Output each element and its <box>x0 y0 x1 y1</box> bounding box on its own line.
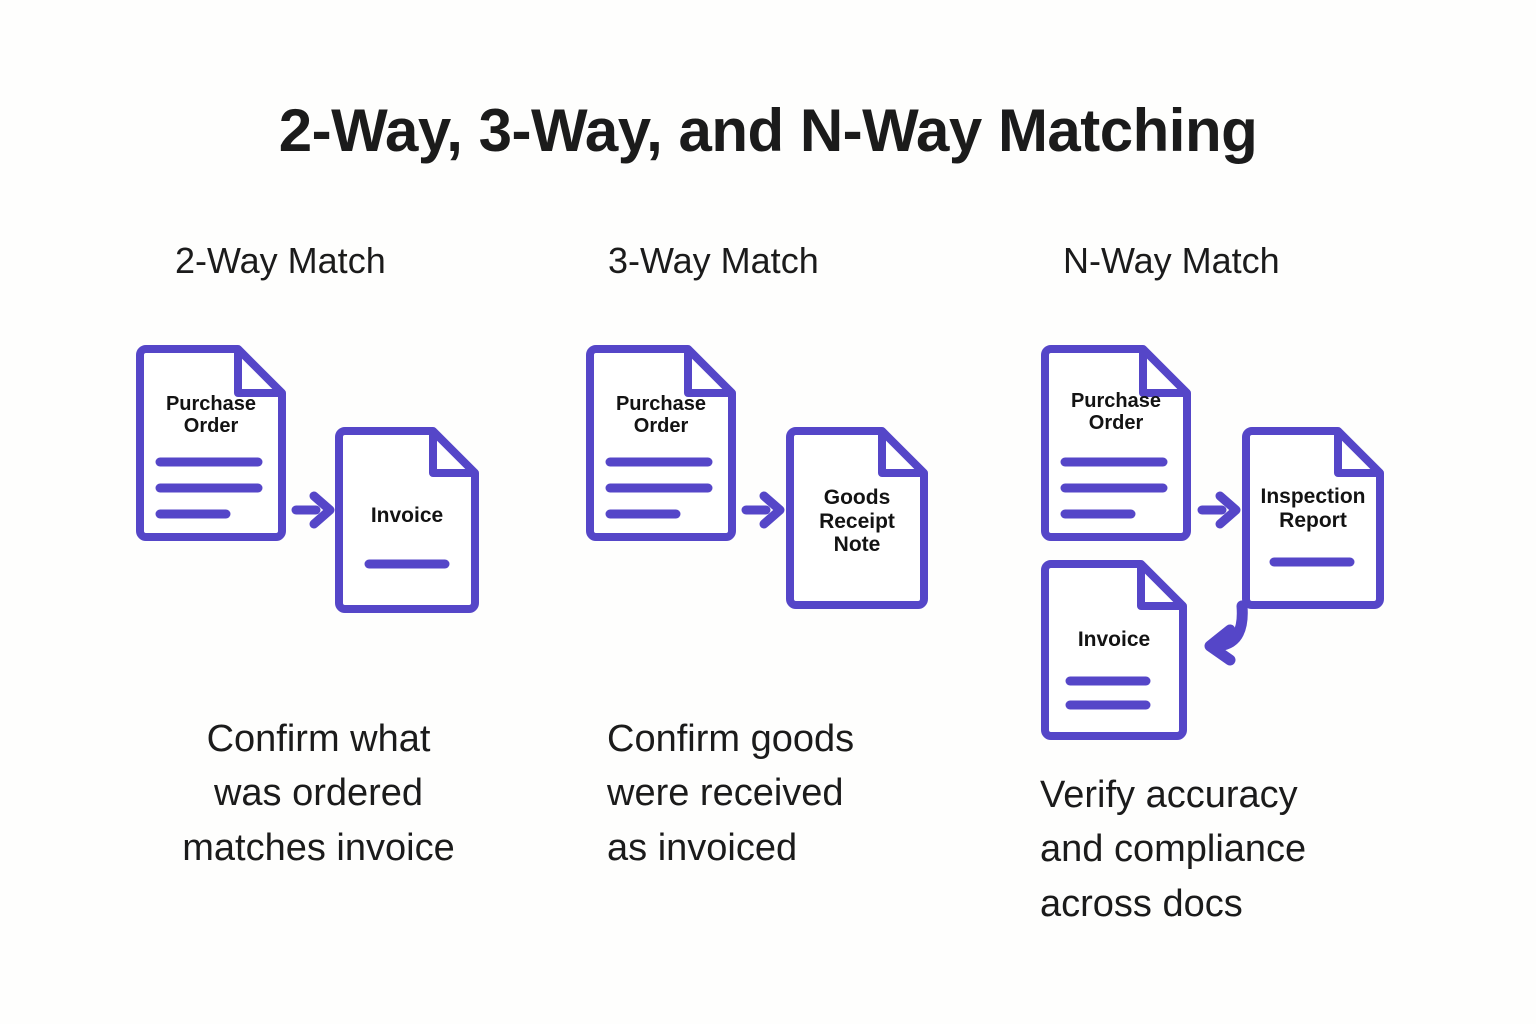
arrow-po-to-invoice-2way <box>291 491 335 529</box>
document-body-lines <box>1065 676 1151 710</box>
document-purchase-order-3way[interactable]: Purchase Order <box>584 345 738 541</box>
arrow-po-to-grn-3way <box>741 491 785 529</box>
column-header-3-way: 3-Way Match <box>608 240 819 281</box>
page-title: 2-Way, 3-Way, and N-Way Matching <box>278 97 1258 164</box>
document-purchase-order-2way[interactable]: Purchase Order <box>134 345 288 541</box>
caption-3-way: Confirm goods were received as invoiced <box>607 718 855 869</box>
arrow-po-to-inspection-nway <box>1197 491 1241 529</box>
column-header-2-way: 2-Way Match <box>175 240 386 281</box>
document-body-lines <box>605 457 713 519</box>
caption-n-way: Verify accuracy and compliance across do… <box>1040 774 1307 925</box>
column-header-n-way: N-Way Match <box>1063 240 1280 281</box>
arrow-inspection-to-invoice-curved <box>1192 596 1272 676</box>
document-purchase-order-nway[interactable]: Purchase Order <box>1039 345 1193 541</box>
document-body-lines <box>1060 457 1168 519</box>
document-inspection-report[interactable]: Inspection Report <box>1240 427 1386 609</box>
document-body-lines <box>155 457 263 519</box>
caption-2-way: Confirm what was ordered matches invoice <box>182 718 455 869</box>
document-goods-receipt-note[interactable]: Goods Receipt Note <box>784 427 930 609</box>
document-invoice-nway[interactable]: Invoice <box>1039 560 1189 740</box>
document-invoice-2way[interactable]: Invoice <box>333 427 481 613</box>
